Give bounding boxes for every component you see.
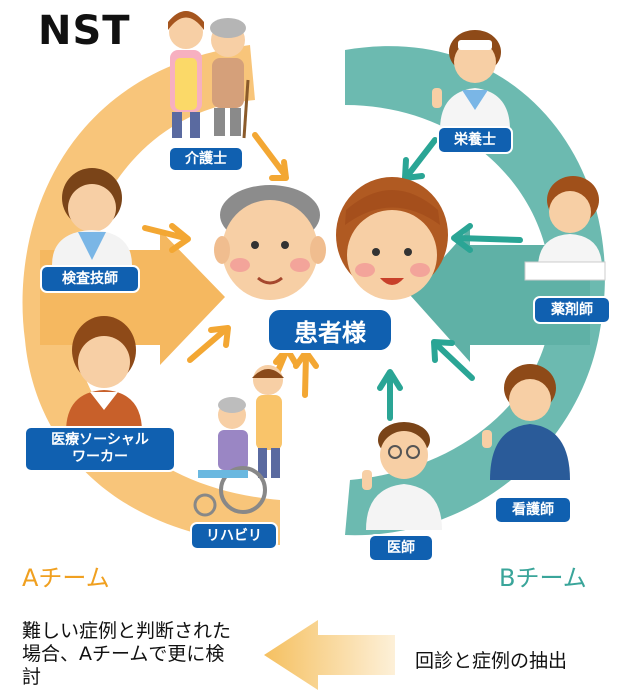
nurse-illustration xyxy=(482,364,570,480)
flow-right-text: 回診と症例の抽出 xyxy=(415,650,568,672)
role-social-worker-line2: ワーカー xyxy=(72,449,128,465)
flow-left-text: 難しい症例と判断された場合、Aチームで更に検討 xyxy=(22,620,232,689)
doctor-illustration xyxy=(362,422,442,530)
role-nutritionist: 栄養士 xyxy=(437,126,513,154)
social-worker-illustration xyxy=(66,316,142,432)
role-social-worker-line1: 医療ソーシャル xyxy=(51,432,149,449)
role-caregiver: 介護士 xyxy=(168,146,244,172)
flow-arrow-icon xyxy=(264,620,395,690)
rehab-illustration xyxy=(193,365,284,517)
team-a-label: Aチーム xyxy=(22,564,110,592)
patient-label: 患者様 xyxy=(266,307,394,353)
role-pharmacist: 薬剤師 xyxy=(533,296,611,324)
caregiver-illustration xyxy=(168,11,250,139)
role-social-worker: 医療ソーシャル ワーカー xyxy=(24,426,176,472)
role-rehab: リハビリ xyxy=(190,522,278,550)
elderly-woman-face-icon xyxy=(336,177,448,300)
team-b-label: Bチーム xyxy=(499,564,587,592)
team-b-arrows xyxy=(377,137,523,421)
role-nurse: 看護師 xyxy=(494,496,572,524)
role-lab-technician: 検査技師 xyxy=(40,265,140,293)
role-doctor: 医師 xyxy=(368,534,434,562)
nutritionist-illustration xyxy=(432,30,510,130)
page-title: NST xyxy=(38,8,131,54)
pharmacist-illustration xyxy=(524,176,606,281)
elderly-man-face-icon xyxy=(214,185,326,300)
lab-technician-illustration xyxy=(52,168,132,265)
